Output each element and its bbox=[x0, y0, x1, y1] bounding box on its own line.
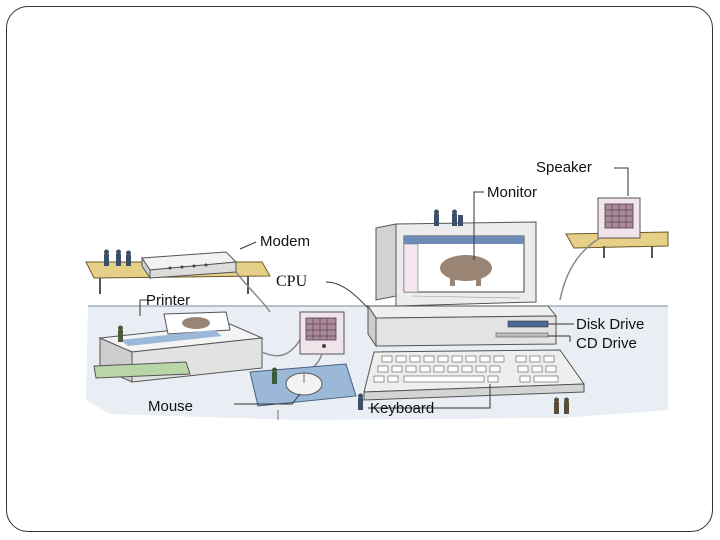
tiny-person-icon bbox=[358, 393, 363, 410]
tiny-person-icon bbox=[118, 325, 123, 342]
modem-label: Modem bbox=[260, 233, 311, 250]
keyboard-device bbox=[363, 349, 585, 401]
mouse-label: Mouse bbox=[148, 398, 194, 415]
monitor-device bbox=[375, 221, 537, 307]
system-unit bbox=[367, 304, 558, 348]
printer-device bbox=[93, 311, 264, 383]
keyboard-label: Keyboard bbox=[370, 400, 435, 417]
cd-drive-label: CD Drive bbox=[576, 335, 637, 352]
tiny-people-icon bbox=[554, 397, 569, 414]
tiny-people-icon bbox=[434, 209, 463, 226]
monitor-label: Monitor bbox=[487, 184, 538, 201]
cpu-label: CPU bbox=[276, 273, 308, 290]
printer-label: Printer bbox=[146, 292, 191, 309]
cpu-device bbox=[299, 311, 345, 355]
mouse-device bbox=[285, 372, 323, 396]
speaker-label: Speaker bbox=[536, 159, 592, 176]
tiny-people-icon bbox=[104, 249, 131, 266]
speaker-device bbox=[597, 197, 641, 239]
disk-drive-label: Disk Drive bbox=[576, 316, 645, 333]
tiny-person-icon bbox=[272, 367, 277, 384]
